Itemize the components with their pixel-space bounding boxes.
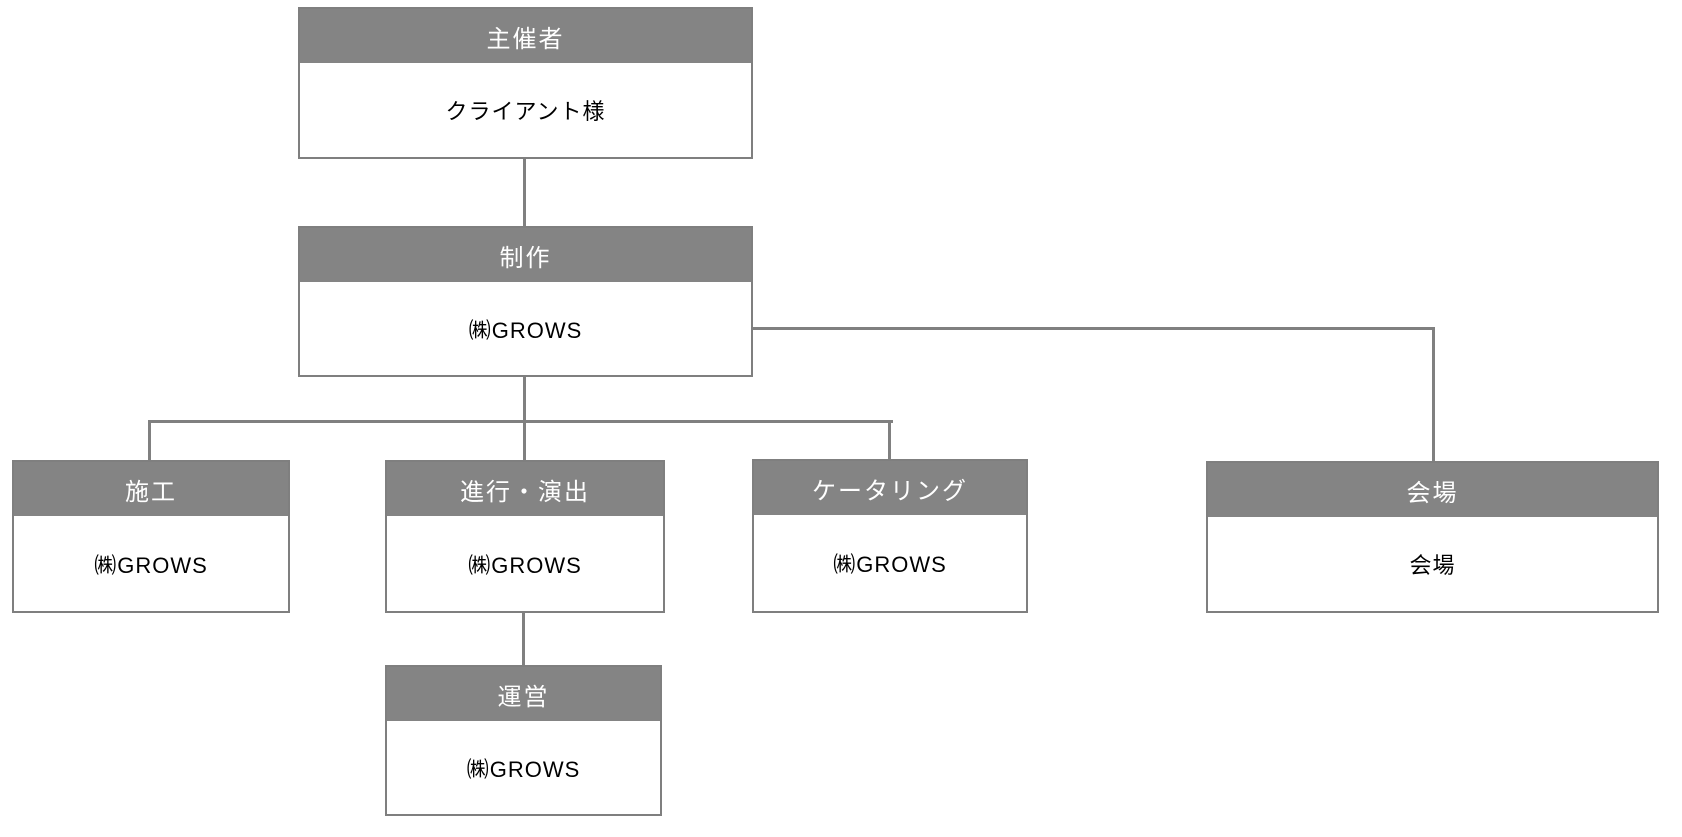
node-direction-value: ㈱GROWS bbox=[387, 516, 663, 611]
node-organizer-title: 主催者 bbox=[300, 9, 751, 63]
connector-branch-construction bbox=[148, 420, 151, 460]
node-production-value: ㈱GROWS bbox=[300, 282, 751, 375]
node-production: 制作 ㈱GROWS bbox=[298, 226, 753, 377]
connector-production-venue-vertical bbox=[1432, 327, 1435, 461]
connector-direction-operation bbox=[522, 613, 525, 665]
node-direction: 進行・演出 ㈱GROWS bbox=[385, 460, 665, 613]
connector-branch-horizontal bbox=[148, 420, 893, 423]
node-venue-title: 会場 bbox=[1208, 463, 1657, 517]
node-operation: 運営 ㈱GROWS bbox=[385, 665, 662, 816]
connector-branch-direction bbox=[523, 420, 526, 460]
node-direction-title: 進行・演出 bbox=[387, 462, 663, 516]
connector-organizer-production bbox=[523, 159, 526, 226]
node-construction-value: ㈱GROWS bbox=[14, 516, 288, 611]
node-venue: 会場 会場 bbox=[1206, 461, 1659, 613]
node-catering-value: ㈱GROWS bbox=[754, 515, 1026, 611]
node-operation-value: ㈱GROWS bbox=[387, 721, 660, 814]
node-construction: 施工 ㈱GROWS bbox=[12, 460, 290, 613]
node-operation-title: 運営 bbox=[387, 667, 660, 721]
node-construction-title: 施工 bbox=[14, 462, 288, 516]
node-venue-value: 会場 bbox=[1208, 517, 1657, 611]
node-catering-title: ケータリング bbox=[754, 461, 1026, 515]
node-catering: ケータリング ㈱GROWS bbox=[752, 459, 1028, 613]
connector-branch-catering bbox=[888, 420, 891, 459]
connector-production-branch-stub bbox=[523, 377, 526, 423]
node-organizer: 主催者 クライアント様 bbox=[298, 7, 753, 159]
node-production-title: 制作 bbox=[300, 228, 751, 282]
connector-production-venue-horizontal bbox=[753, 327, 1435, 330]
node-organizer-value: クライアント様 bbox=[300, 63, 751, 157]
